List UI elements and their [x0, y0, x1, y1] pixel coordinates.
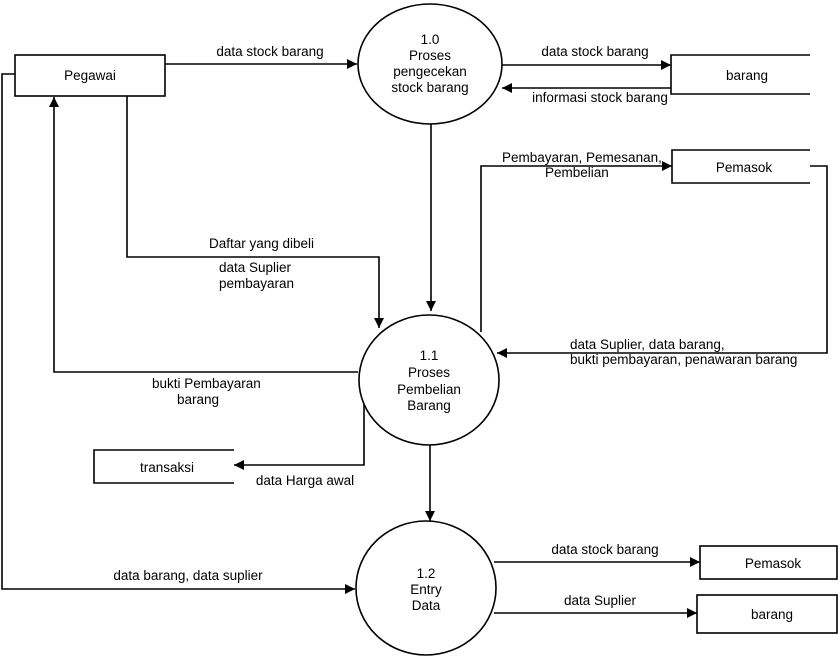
- label-pegawai-to-p11-2: data Suplier: [219, 260, 292, 275]
- label-p11-to-pemasok-2: Pembelian: [545, 165, 609, 180]
- label-pegawai-to-p12: data barang, data suplier: [113, 568, 263, 583]
- store-transaksi: transaksi: [93, 449, 234, 484]
- process-1-1-line-3: Barang: [407, 398, 451, 413]
- flow-pegawai-to-p12: [1, 73, 355, 594]
- store-transaksi-label: transaksi: [140, 460, 194, 475]
- entity-pemasok-top: Pemasok: [671, 149, 810, 184]
- label-p11-to-transaksi: data Harga awal: [256, 473, 354, 488]
- process-1-2-line-1: Entry: [410, 582, 442, 597]
- label-pegawai-to-p11-1: Daftar yang dibeli: [209, 236, 314, 251]
- process-1-0: 1.0 Proses pengecekan stock barang: [357, 3, 503, 125]
- process-1-2-number: 1.2: [417, 566, 436, 581]
- label-p11-to-pegawai-1: bukti Pembayaran: [152, 376, 261, 391]
- flow-p11-to-transaksi: [234, 398, 365, 470]
- flow-p11-to-pegawai: [49, 97, 358, 373]
- process-1-2-line-2: Data: [412, 598, 441, 613]
- label-barang-to-p10: informasi stock barang: [532, 90, 668, 105]
- process-1-0-line-2: pengecekan: [393, 64, 467, 79]
- entity-pemasok-bottom: Pemasok: [699, 545, 838, 580]
- process-1-2: 1.2 Entry Data: [355, 520, 497, 656]
- flow-p11-to-pemasok: [480, 161, 672, 332]
- flow-pegawai-to-p11: [126, 96, 384, 328]
- label-pegawai-to-p11-3: pembayaran: [219, 276, 294, 291]
- label-p11-to-pemasok-1: Pembayaran, Pemesanan,: [502, 150, 662, 165]
- process-1-0-line-3: stock barang: [391, 80, 468, 95]
- process-1-1: 1.1 Proses Pembelian Barang: [358, 314, 500, 446]
- label-pemasok-to-p11-2: bukti pembayaran, penawaran barang: [570, 352, 797, 367]
- label-p12-to-pemasok: data stock barang: [551, 542, 658, 557]
- process-1-1-number: 1.1: [420, 348, 439, 363]
- process-1-1-line-2: Pembelian: [397, 382, 461, 397]
- entity-pemasok-bottom-label: Pemasok: [745, 556, 802, 571]
- flow-pemasok-to-p11: [497, 165, 828, 358]
- store-barang-bottom: barang: [696, 594, 838, 634]
- process-1-0-number: 1.0: [421, 32, 440, 47]
- store-barang-top: barang: [670, 54, 810, 95]
- label-pemasok-to-p11-1: data Suplier, data barang,: [570, 337, 725, 352]
- store-barang-top-label: barang: [726, 68, 768, 83]
- label-p11-to-pegawai-2: barang: [177, 392, 219, 407]
- entity-pegawai: Pegawai: [14, 54, 166, 97]
- entity-pemasok-top-label: Pemasok: [716, 160, 773, 175]
- label-p12-to-barang: data Suplier: [564, 593, 637, 608]
- process-1-1-line-1: Proses: [408, 365, 450, 380]
- entity-pegawai-label: Pegawai: [64, 68, 116, 83]
- store-barang-bottom-label: barang: [751, 607, 793, 622]
- label-pegawai-to-p10: data stock barang: [216, 44, 323, 59]
- process-1-0-line-1: Proses: [409, 48, 451, 63]
- label-p10-to-barang: data stock barang: [541, 44, 648, 59]
